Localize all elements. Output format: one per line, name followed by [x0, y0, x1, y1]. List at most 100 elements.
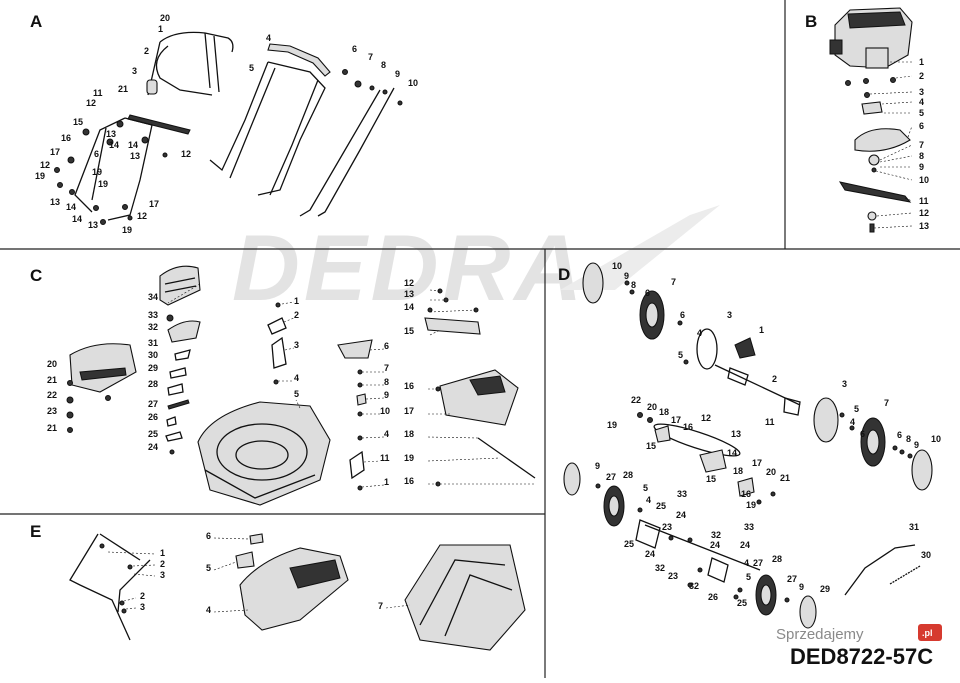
part-number-c-21: 21 [47, 423, 57, 433]
part-number-d-32: 32 [689, 581, 699, 591]
front-axle [644, 524, 761, 571]
rear-rod [477, 437, 536, 479]
part-number-b-1: 1 [919, 57, 924, 67]
part-number-d-32: 32 [711, 530, 721, 540]
part-number-d-27: 27 [753, 558, 763, 568]
part-number-c-1: 1 [294, 296, 299, 306]
part-number-d-16: 16 [683, 422, 693, 432]
part-number-c-24: 24 [148, 442, 158, 452]
part-number-d-33: 33 [744, 522, 754, 532]
part-number-a-12: 12 [181, 149, 191, 159]
part-number-b-13: 13 [919, 221, 929, 231]
part-number-e-6: 6 [206, 531, 211, 541]
part-number-d-20: 20 [766, 467, 776, 477]
part-number-c-11: 11 [380, 453, 390, 463]
lower-handle [107, 117, 153, 221]
part-number-e-7: 7 [378, 601, 383, 611]
part-number-c-7: 7 [384, 363, 389, 373]
part-number-a-13: 13 [106, 129, 116, 139]
part-number-d-13: 13 [731, 429, 741, 439]
part-number-a-14: 14 [109, 140, 119, 150]
part-number-a-5: 5 [249, 63, 254, 73]
part-number-a-14: 14 [72, 214, 82, 224]
grass-bag [404, 544, 526, 651]
part-number-a-16: 16 [61, 133, 71, 143]
hubcap-front-2 [563, 462, 581, 496]
deck-cover [439, 369, 519, 426]
part-number-d-15: 15 [646, 441, 656, 451]
part-number-d-5: 5 [746, 572, 751, 582]
section-label-c: C [30, 266, 42, 285]
section-label-b: B [805, 12, 817, 31]
part-number-b-3: 3 [919, 87, 924, 97]
part-number-b-10: 10 [919, 175, 929, 185]
part-number-a-12: 12 [137, 211, 147, 221]
part-number-c-4: 4 [384, 429, 389, 439]
part-number-c-3: 3 [294, 340, 299, 350]
part-number-d-9: 9 [914, 440, 919, 450]
cutting-blade [838, 181, 912, 203]
drive-belt [653, 423, 741, 457]
part-number-c-4: 4 [294, 373, 299, 383]
part-number-d-24: 24 [645, 549, 655, 559]
gearbox [699, 449, 727, 473]
part-number-e-3: 3 [160, 570, 165, 580]
part-number-d-30: 30 [921, 550, 931, 560]
part-number-c-2: 2 [294, 310, 299, 320]
part-number-d-20: 20 [647, 402, 657, 412]
part-number-d-11: 11 [765, 417, 775, 427]
part-number-c-17: 17 [404, 406, 414, 416]
part-number-d-6: 6 [645, 288, 650, 298]
part-number-d-18: 18 [733, 466, 743, 476]
part-number-d-5: 5 [854, 404, 859, 414]
part-number-d-9: 9 [624, 271, 629, 281]
part-number-a-3: 3 [132, 66, 137, 76]
part-number-a-1: 1 [158, 24, 163, 34]
part-number-d-25: 25 [737, 598, 747, 608]
bag-frame [69, 533, 131, 641]
part-number-d-23: 23 [668, 571, 678, 581]
part-number-a-21: 21 [118, 84, 128, 94]
part-number-b-9: 9 [919, 162, 924, 172]
part-number-d-19: 19 [607, 420, 617, 430]
part-number-c-23: 23 [47, 406, 57, 416]
part-number-d-27: 27 [787, 574, 797, 584]
part-number-c-34: 34 [148, 292, 158, 302]
part-number-e-2: 2 [140, 591, 145, 601]
part-number-c-33: 33 [148, 310, 158, 320]
part-number-d-23: 23 [662, 522, 672, 532]
part-number-a-8: 8 [381, 60, 386, 70]
part-number-d-18: 18 [659, 407, 669, 417]
part-number-e-2: 2 [160, 559, 165, 569]
deck-bracket [337, 339, 373, 359]
handle-strip [127, 114, 191, 135]
part-number-c-6: 6 [384, 341, 389, 351]
part-number-a-9: 9 [395, 69, 400, 79]
part-number-d-25: 25 [624, 539, 634, 549]
part-number-a-19: 19 [98, 179, 108, 189]
part-number-d-17: 17 [752, 458, 762, 468]
part-number-e-3: 3 [140, 602, 145, 612]
part-number-c-12: 12 [404, 278, 414, 288]
part-number-a-15: 15 [73, 117, 83, 127]
part-number-a-14: 14 [128, 140, 138, 150]
handle-knob [146, 79, 158, 95]
part-number-d-16: 16 [741, 489, 751, 499]
part-number-a-13: 13 [88, 220, 98, 230]
part-number-b-12: 12 [919, 208, 929, 218]
part-number-c-1: 1 [384, 477, 389, 487]
section-label-a: A [30, 12, 42, 31]
part-number-d-28: 28 [772, 554, 782, 564]
upper-handle [257, 61, 326, 196]
part-number-c-26: 26 [148, 412, 158, 422]
part-number-e-5: 5 [206, 563, 211, 573]
section-a-parts [54, 31, 403, 225]
part-number-d-2: 2 [772, 374, 777, 384]
mower-deck [197, 401, 331, 506]
part-number-d-25: 25 [656, 501, 666, 511]
spring [889, 565, 921, 585]
part-number-d-9: 9 [595, 461, 600, 471]
